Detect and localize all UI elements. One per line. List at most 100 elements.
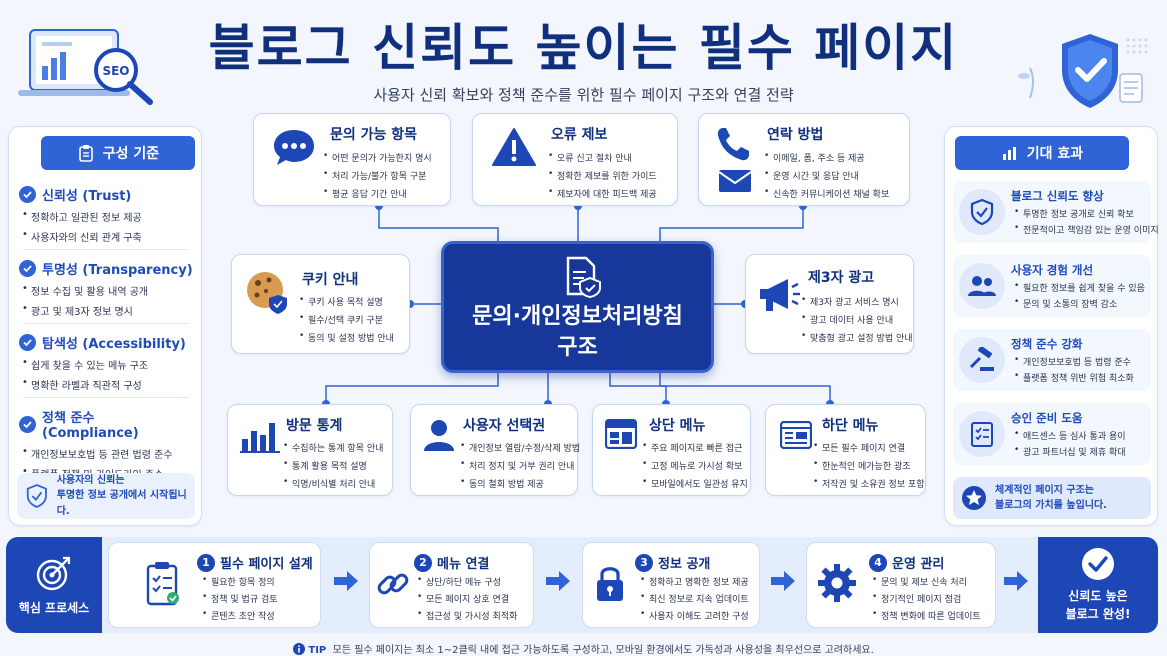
card-bullet: 동의 철회 방법 제공: [457, 477, 580, 490]
step-bullet: 모든 페이지 상호 연결: [414, 592, 517, 605]
shield-icon: [26, 484, 47, 508]
divider: [23, 249, 189, 250]
card-bullet: 주요 페이지로 빠른 접근: [639, 441, 748, 454]
shield-check-icon: [959, 189, 1005, 235]
criterion-accessibility: 탐색성 (Accessibility) 쉽게 찾을 수 있는 메뉴 구조 명확한…: [19, 333, 195, 392]
criterion-title: 신뢰성 (Trust): [42, 189, 132, 204]
card-bullet: 고정 메뉴로 가시성 확보: [639, 459, 748, 472]
tip-footer: TIP 모든 필수 페이지는 최소 1~2클릭 내에 접근 가능하도록 구성하고…: [0, 641, 1167, 656]
criterion-bullet: 명확한 라벨과 직관적 구성: [19, 377, 195, 392]
card-bullet: 쿠키 사용 목적 설명: [296, 295, 394, 308]
card-inquiry: 문의 가능 항목 어떤 문의가 가능한지 명시 처리 가능/불가 항목 구분 평…: [253, 113, 451, 206]
effect-title: 블로그 신뢰도 향상: [1011, 189, 1104, 203]
laptop-seo-illustration: SEO: [18, 29, 153, 105]
effect-trust: 블로그 신뢰도 향상투명한 정보 공개로 신뢰 확보전문적이고 책임감 있는 운…: [953, 181, 1159, 243]
card-bullet: 평균 응답 기간 안내: [320, 187, 432, 200]
effect-approval: 승인 준비 도움애드센스 등 심사 통과 용이광고 파트너십 및 제휴 확대: [953, 403, 1151, 465]
gear-icon: [818, 564, 856, 602]
card-contact: 연락 방법 이메일, 폼, 주소 등 제공 운영 시간 및 응답 안내 신속한 …: [698, 113, 910, 206]
card-bullet: 운영 시간 및 응답 안내: [761, 169, 889, 182]
step-title: 메뉴 연결: [437, 557, 490, 572]
effects-panel-title: 기대 효과: [1026, 146, 1084, 162]
step-bullet: 콘텐츠 초안 작성: [199, 609, 278, 622]
bar-chart-icon: [1002, 147, 1016, 160]
card-title: 상단 메뉴: [649, 418, 706, 434]
process-label: 핵심 프로세스: [18, 600, 90, 615]
card-bullet: 어떤 문의가 가능한지 명시: [320, 151, 432, 164]
effect-bullet: 애드센스 등 심사 통과 용이: [1011, 429, 1126, 442]
step-bullet: 정책 변화에 따른 업데이트: [869, 609, 981, 622]
check-circle-icon: [19, 260, 36, 277]
checklist-icon: [959, 411, 1005, 457]
user-icon: [424, 420, 454, 451]
card-title: 하단 메뉴: [822, 418, 879, 434]
note-line: 사용자의 신뢰는: [56, 474, 125, 486]
process-step-2: 2메뉴 연결 상단/하단 메뉴 구성 모든 페이지 상호 연결 접근성 및 가시…: [369, 542, 534, 628]
card-bullet: 신속한 커뮤니케이션 채널 확보: [761, 187, 889, 200]
criterion-bullet: 정확하고 일관된 정보 제공: [19, 209, 195, 224]
note-line: 투명한 정보 공개에서 시작됩니다.: [56, 490, 187, 517]
card-bullet: 이메일, 폼, 주소 등 제공: [761, 151, 889, 164]
card-visit-stats: 방문 통계 수집하는 통계 항목 안내 통계 활용 목적 설명 익명/비식별 처…: [227, 404, 393, 496]
gavel-icon: [959, 337, 1005, 383]
result-line: 신뢰도 높은: [1068, 589, 1128, 603]
card-title: 문의 가능 항목: [330, 127, 418, 143]
card-cookie: 쿠키 안내 쿠키 사용 목적 설명 필수/선택 쿠키 구분 동의 및 설정 방법…: [231, 254, 410, 354]
effects-panel-header: 기대 효과: [955, 136, 1129, 170]
step-number: 3: [635, 553, 653, 572]
step-bullet: 상단/하단 메뉴 구성: [414, 575, 517, 588]
note-line: 블로그의 가치를 높입니다.: [995, 500, 1107, 511]
card-bottom-menu: 하단 메뉴 모든 필수 페이지 연결 한눈적인 메가능한 광조 저작권 및 소유…: [765, 404, 926, 496]
card-bullet: 광고 데이터 사용 안내: [798, 313, 913, 326]
arrow-right-icon: [334, 571, 358, 591]
card-bullet: 통계 활용 목적 설명: [280, 459, 383, 472]
step-bullet: 필요한 항목 정의: [199, 575, 278, 588]
process-step-4: 4운영 관리 문의 및 제보 신속 처리 정기적인 페이지 점검 정책 변화에 …: [806, 542, 996, 628]
center-title-line: 문의·개인정보처리방침: [472, 304, 683, 329]
card-bullet: 모바일에서도 일관성 유지: [639, 477, 748, 490]
seo-badge: SEO: [102, 64, 129, 78]
divider: [23, 397, 189, 398]
card-third-party-ads: 제3자 광고 제3자 광고 서비스 명시 광고 데이터 사용 안내 맞춤형 광고…: [745, 254, 914, 354]
card-bullet: 제보자에 대한 피드백 제공: [545, 187, 657, 200]
criterion-compliance: 정책 준수 (Compliance) 개인정보보호법 등 관련 법령 준수 플랫…: [19, 407, 195, 481]
card-bullet: 수집하는 통계 항목 안내: [280, 441, 383, 454]
criterion-bullet: 개인정보보호법 등 관련 법령 준수: [19, 446, 195, 461]
effect-ux: 사용자 경험 개선필요한 정보를 쉽게 찾을 수 있음문의 및 소통의 장벽 감…: [953, 255, 1151, 317]
card-bullet: 모든 필수 페이지 연결: [810, 441, 925, 454]
card-title: 방문 통계: [286, 418, 343, 434]
step-title: 운영 관리: [892, 557, 945, 572]
users-icon: [959, 263, 1005, 309]
step-bullet: 정확하고 명확한 정보 제공: [637, 575, 749, 588]
info-icon: [293, 643, 306, 655]
arrow-right-icon: [546, 571, 570, 591]
step-number: 2: [414, 553, 432, 572]
arrow-right-icon: [771, 571, 795, 591]
card-bullet: 개인정보 열람/수정/삭제 방법: [457, 441, 580, 454]
card-bullet: 제3자 광고 서비스 명시: [798, 295, 913, 308]
card-bullet: 동의 및 설정 방법 안내: [296, 331, 394, 344]
card-bullet: 오류 신고 절차 안내: [545, 151, 657, 164]
card-top-menu: 상단 메뉴 주요 페이지로 빠른 접근 고정 메뉴로 가시성 확보 모바일에서도…: [592, 404, 751, 496]
criterion-bullet: 광고 및 제3자 정보 명시: [19, 303, 195, 318]
criterion-transparency: 투명성 (Transparency) 정보 수집 및 활용 내역 공개 광고 및…: [19, 259, 195, 318]
process-label-block: 핵심 프로세스: [6, 537, 102, 633]
effect-title: 정책 준수 강화: [1011, 337, 1083, 351]
center-title-line: 구조: [557, 334, 598, 360]
bottom-menu-icon: [780, 421, 812, 449]
criterion-title: 정책 준수 (Compliance): [42, 411, 139, 441]
card-title: 연락 방법: [767, 127, 824, 143]
step-bullet: 문의 및 제보 신속 처리: [869, 575, 981, 588]
step-title: 필수 페이지 설계: [220, 557, 313, 572]
card-bullet: 맞춤형 광고 설정 방법 안내: [798, 331, 913, 344]
card-title: 오류 제보: [551, 127, 608, 143]
effect-bullet: 문의 및 소통의 장벽 감소: [1011, 297, 1145, 310]
criterion-bullet: 정보 수집 및 활용 내역 공개: [19, 283, 195, 298]
step-bullet: 정책 및 법규 검토: [199, 592, 278, 605]
lock-icon: [597, 567, 623, 601]
card-bullet: 필수/선택 쿠키 구분: [296, 313, 394, 326]
effect-bullet: 전문적이고 책임감 있는 운영 이미지: [1011, 223, 1159, 236]
